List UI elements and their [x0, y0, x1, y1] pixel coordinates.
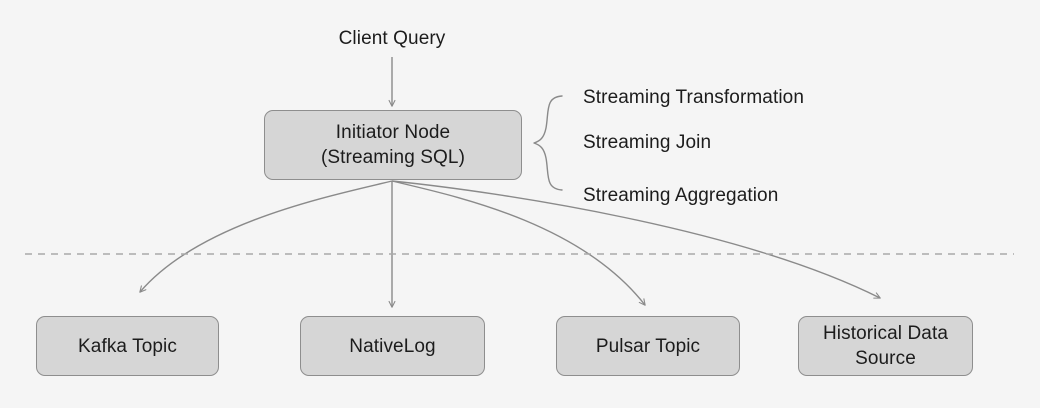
- node-kafka-topic[interactable]: Kafka Topic: [36, 316, 219, 376]
- node-pulsar-topic-label: Pulsar Topic: [595, 335, 701, 357]
- node-pulsar-topic[interactable]: Pulsar Topic: [556, 316, 740, 376]
- node-historical-data-source-label: Historical Data Source: [822, 323, 949, 369]
- capabilities-brace-icon: [533, 95, 563, 191]
- capability-streaming-join: Streaming Join: [583, 132, 712, 153]
- capability-streaming-aggregation: Streaming Aggregation: [583, 185, 779, 206]
- node-initiator-label: Initiator Node (Streaming SQL): [320, 122, 466, 168]
- node-kafka-topic-label: Kafka Topic: [78, 335, 177, 357]
- capability-streaming-transformation: Streaming Transformation: [583, 87, 804, 108]
- node-initiator[interactable]: Initiator Node (Streaming SQL): [264, 110, 522, 180]
- node-nativelog-label: NativeLog: [349, 335, 436, 357]
- node-historical-data-source[interactable]: Historical Data Source: [798, 316, 973, 376]
- client-query-label: Client Query: [338, 28, 446, 49]
- node-nativelog[interactable]: NativeLog: [300, 316, 485, 376]
- edge-initiator-to-kafka-topic: [139, 180, 393, 293]
